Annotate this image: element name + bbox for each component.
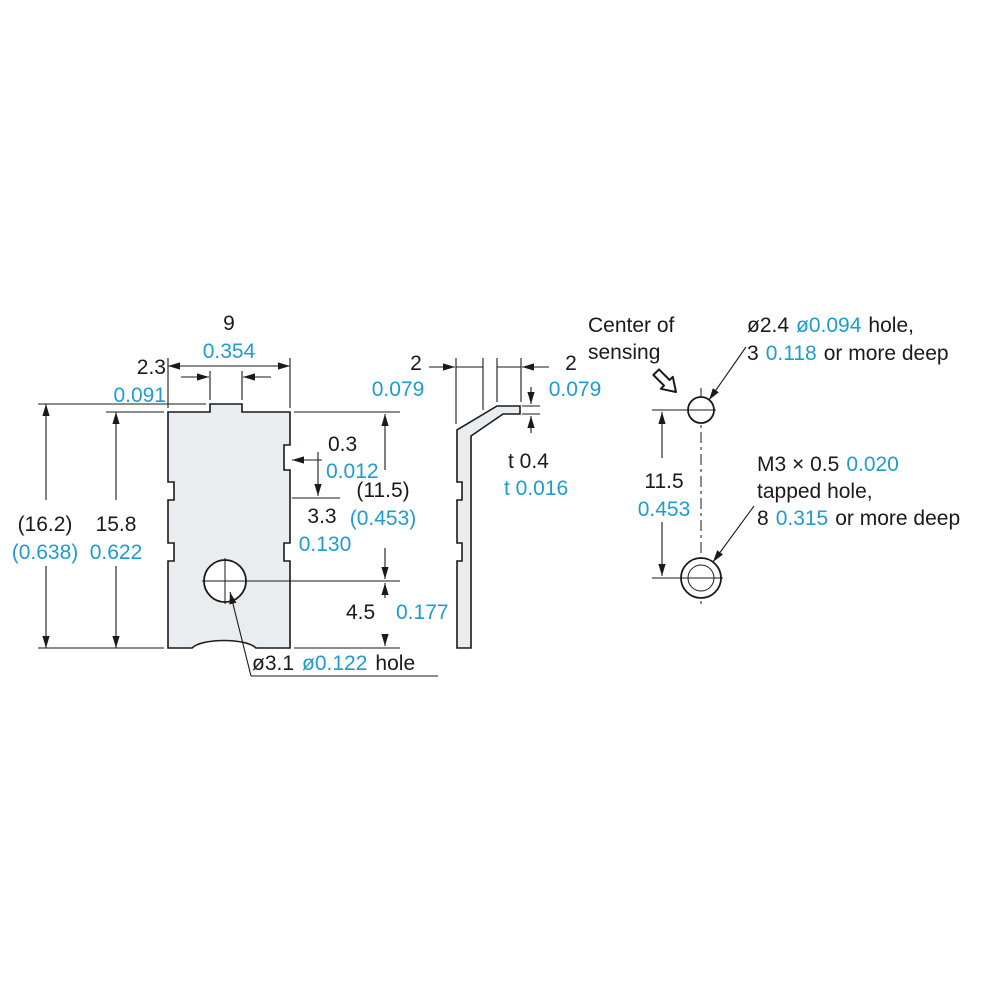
side-view: 2 0.079 2 0.079 t 0.4 t 0.016 bbox=[372, 352, 602, 649]
front-hole-centerlines bbox=[202, 558, 400, 604]
dim-hole-from-top-inch: (0.453) bbox=[350, 507, 417, 530]
dim-body-height-inch: 0.622 bbox=[90, 541, 143, 564]
dim-notch-length-inch: 0.130 bbox=[299, 533, 352, 556]
dim-width-mm: 9 bbox=[223, 312, 235, 335]
center-of-sensing-label-line2: sensing bbox=[588, 341, 660, 364]
dim-overall-height-inch: (0.638) bbox=[12, 541, 79, 564]
dim-tip-length-mm: 2 bbox=[565, 352, 577, 375]
dim-overall-height-mm: (16.2) bbox=[18, 513, 73, 536]
center-of-sensing-arrow-icon bbox=[652, 368, 677, 393]
front-view-outline bbox=[167, 403, 291, 649]
front-view-dimension-lines bbox=[38, 358, 438, 677]
dim-hole-from-bottom-mm: 4.5 bbox=[346, 601, 375, 624]
dim-notch-depth-mm: 0.3 bbox=[328, 433, 357, 456]
front-view: 9 0.354 2.3 0.091 (16.2) (0.638) 15.8 0.… bbox=[12, 312, 449, 677]
dim-width-inch: 0.354 bbox=[203, 340, 256, 363]
dim-thickness-mm: t 0.4 bbox=[508, 450, 549, 473]
dim-notch-depth-inch: 0.012 bbox=[326, 460, 379, 483]
dim-tab-width-mm: 2.3 bbox=[137, 356, 166, 379]
dim-tip-length-inch: 0.079 bbox=[549, 378, 602, 401]
dim-body-height-mm: 15.8 bbox=[96, 513, 137, 536]
dim-hole-from-bottom-inch: 0.177 bbox=[396, 601, 449, 624]
dim-thickness-inch: t 0.016 bbox=[504, 477, 568, 500]
dim-notch-length-mm: 3.3 bbox=[307, 505, 336, 528]
dim-tab-width-inch: 0.091 bbox=[113, 384, 166, 407]
dim-hole-pitch-mm: 11.5 bbox=[644, 470, 683, 493]
tapped-hole-note-line2: tapped hole, bbox=[757, 480, 873, 503]
side-view-outline bbox=[456, 405, 521, 649]
dim-hole-pitch-inch: 0.453 bbox=[638, 498, 691, 521]
hole-layout-dimension-lines bbox=[652, 346, 755, 579]
dim-bend-offset-mm: 2 bbox=[410, 352, 422, 375]
dim-hole-from-top-mm: (11.5) bbox=[356, 479, 409, 502]
center-of-sensing-label-line1: Center of bbox=[588, 314, 675, 337]
dim-bend-offset-inch: 0.079 bbox=[372, 378, 425, 401]
side-view-dimension-lines bbox=[429, 358, 549, 433]
